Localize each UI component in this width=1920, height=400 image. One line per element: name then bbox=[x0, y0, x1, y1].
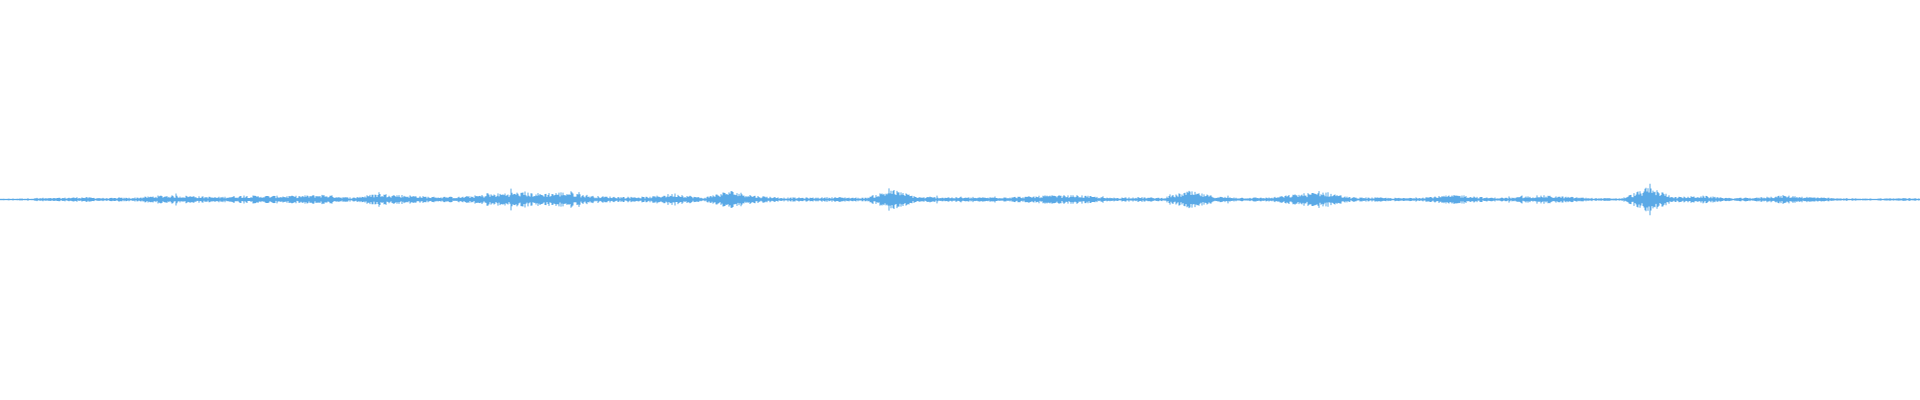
waveform-trace bbox=[0, 183, 1920, 216]
